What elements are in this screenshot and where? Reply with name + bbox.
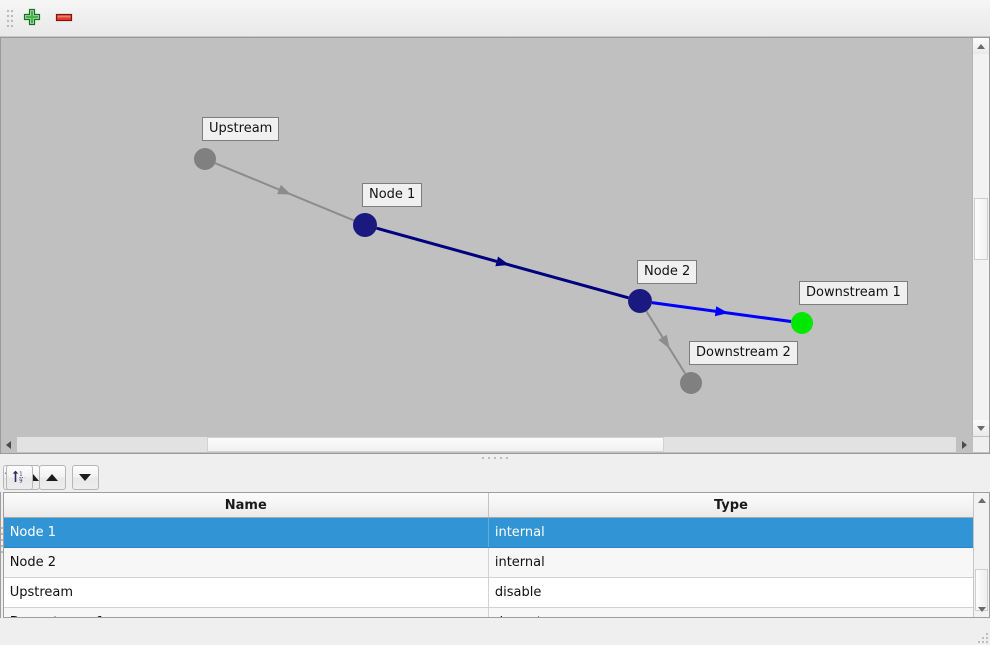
arrowhead-upstream-node1: [277, 184, 292, 195]
table-cell[interactable]: Node 1: [3, 517, 489, 548]
arrowhead-node1-node2: [495, 256, 510, 267]
scroll-up-button[interactable]: [974, 493, 989, 508]
node-label-node1[interactable]: Node 1: [362, 183, 423, 207]
vertical-splitter[interactable]: [0, 462, 3, 618]
node-label-downstream2[interactable]: Downstream 2: [689, 341, 798, 365]
table-cell[interactable]: Downstream 1: [3, 607, 489, 617]
horizontal-splitter[interactable]: [0, 454, 990, 462]
vertical-scroll-thumb[interactable]: [974, 198, 988, 260]
scrollbar-corner: [973, 437, 989, 452]
table-cell[interactable]: disable: [488, 577, 974, 608]
scroll-right-button[interactable]: [957, 437, 972, 452]
table-cell[interactable]: Upstream: [3, 577, 489, 608]
canvas-vertical-scrollbar[interactable]: [972, 38, 989, 436]
sort-icon: 1 9: [12, 469, 27, 487]
scroll-left-button[interactable]: [1, 437, 16, 452]
remove-button[interactable]: [48, 3, 80, 33]
graph-node-upstream[interactable]: [194, 148, 216, 170]
nodes-table-scrollbar[interactable]: [973, 493, 990, 617]
table-cell[interactable]: downstream: [488, 607, 974, 617]
triangle-up-icon: [977, 43, 985, 49]
horizontal-scroll-thumb[interactable]: [207, 437, 664, 452]
graph-node-downstream2[interactable]: [680, 372, 702, 394]
triangle-right-icon: [962, 440, 967, 449]
scroll-down-button[interactable]: [974, 602, 989, 617]
horizontal-scroll-track[interactable]: [17, 437, 956, 452]
graph-node-node2[interactable]: [628, 289, 652, 313]
triangle-down-icon: [977, 607, 986, 612]
graph-node-node1[interactable]: [353, 213, 377, 237]
node-label-upstream[interactable]: Upstream: [202, 117, 280, 141]
triangle-up-icon: [977, 498, 986, 503]
graph-svg: [194, 148, 813, 394]
table-cell[interactable]: internal: [488, 547, 974, 578]
nodes-move-down-button[interactable]: [71, 465, 99, 490]
table-cell[interactable]: internal: [488, 517, 974, 548]
arrowhead-node2-downstream2: [658, 334, 670, 349]
graph-node-downstream1[interactable]: [791, 312, 813, 334]
table-cell[interactable]: Node 2: [3, 547, 489, 578]
nodes-toolbar: 1 9: [3, 462, 990, 492]
scroll-up-button[interactable]: [973, 38, 989, 54]
triangle-left-icon: [6, 440, 11, 449]
triangle-down-icon: [79, 474, 92, 481]
node-label-node2[interactable]: Node 2: [637, 260, 698, 284]
nodes-column-header[interactable]: Type: [488, 493, 974, 518]
main-toolbar: [0, 0, 990, 37]
triangle-up-icon: [27, 474, 39, 481]
nodes-move-up-button[interactable]: [38, 465, 66, 490]
canvas-horizontal-scrollbar[interactable]: [0, 437, 990, 454]
window-resize-grip[interactable]: [976, 631, 988, 643]
red-minus-icon: [54, 8, 74, 29]
nodes-column-header[interactable]: Name: [3, 493, 489, 518]
nodes-sort-button[interactable]: 1 9: [5, 465, 33, 490]
svg-text:9: 9: [19, 478, 22, 484]
green-plus-icon: [23, 8, 41, 29]
status-bar: [0, 618, 990, 645]
add-button[interactable]: [16, 3, 48, 33]
arrowhead-node2-downstream1: [714, 306, 729, 317]
table-row[interactable]: Downstream 1downstream: [3, 607, 974, 617]
svg-text:1: 1: [19, 471, 22, 477]
triangle-down-icon: [977, 425, 985, 431]
node-label-downstream1[interactable]: Downstream 1: [799, 281, 908, 305]
tables-area: 1 9 NameSource nodeD: [0, 462, 990, 618]
scroll-down-button[interactable]: [973, 420, 989, 436]
triangle-up-icon: [46, 474, 59, 481]
toolbar-drag-handle[interactable]: [3, 7, 12, 29]
